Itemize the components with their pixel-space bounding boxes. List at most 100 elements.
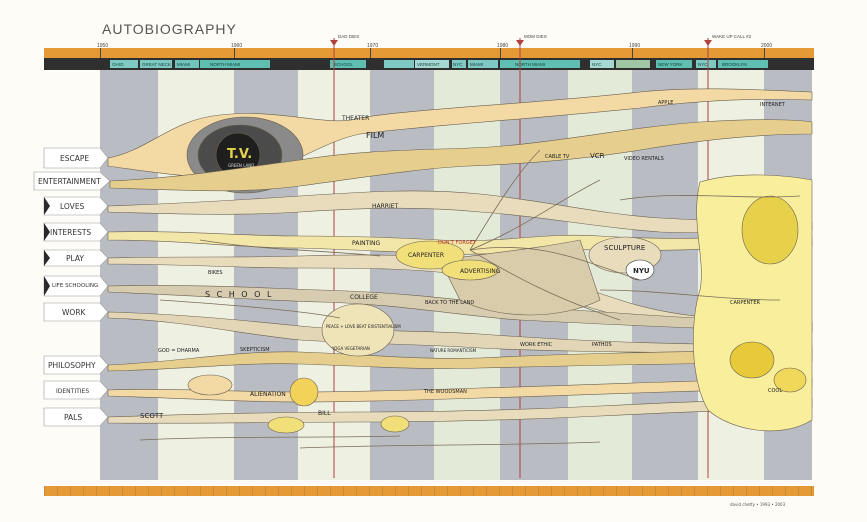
year-label: 1960 [231,43,242,49]
bottom-tick [252,486,253,496]
harriet-label: HARRIET [372,203,399,210]
place-label: GREAT NECK [142,62,171,67]
bottom-tick [421,486,422,496]
bottom-tick [83,486,84,496]
bottom-tick [707,486,708,496]
event-label: WAKE UP CALL #2 [712,34,752,39]
row-label-life-schooling: LIFE SCHOOLING [52,283,98,289]
bottom-tick [57,486,58,496]
place-label: VERMONT [417,62,440,67]
scott-label: SCOTT [140,412,164,420]
bottom-tick [551,486,552,496]
bottom-tick [265,486,266,496]
year-label: 1990 [629,43,640,49]
row-label-pals: PALS [64,413,82,422]
place-label: MIAMI [470,62,483,67]
bottom-tick [811,486,812,496]
god-label: GOD = DHARMA [158,348,200,354]
bottom-tick [759,486,760,496]
year-label: 2000 [761,43,772,49]
bottom-tick [473,486,474,496]
work-ethic-label: WORK ETHIC [520,342,553,348]
bottom-tick [330,486,331,496]
event-label: DAD DIES [338,34,359,39]
romanticism-label: NATURE ROMANTICISM [430,348,477,353]
cable-label: CABLE TV [545,154,570,160]
bottom-tick [564,486,565,496]
event-labels: DAD DIES MOM DIES WAKE UP CALL #2 [338,34,752,39]
bottom-tick [681,486,682,496]
bottom-tick [720,486,721,496]
tv-label: T.V. [227,147,252,162]
row-label-identities: IDENTITIES [56,388,89,395]
bottom-tick [772,486,773,496]
existentialism-label: PEACE + LOVE BEAT EXISTENTIALISM [326,324,401,329]
sculpture-label: SCULPTURE [604,244,645,252]
year-label: 1950 [97,43,108,49]
bottom-timeline [44,486,814,496]
bottom-tick [122,486,123,496]
bottom-tick [213,486,214,496]
bottom-tick [161,486,162,496]
back-to-land-label: BACK TO THE LAND [425,300,474,306]
bottom-tick [96,486,97,496]
bottom-tick [694,486,695,496]
bottom-tick [447,486,448,496]
bottom-tick [616,486,617,496]
event-arrow-icon [330,40,338,46]
bottom-tick [369,486,370,496]
year-label: 1970 [367,43,378,49]
bottom-tick [798,486,799,496]
bottom-tick [109,486,110,496]
bottom-tick [733,486,734,496]
bottom-tick [135,486,136,496]
college-label: COLLEGE [350,294,378,301]
vcr-label: VCR [590,152,605,160]
year-label: 1980 [497,43,508,49]
bottom-tick [343,486,344,496]
bottom-tick [317,486,318,496]
apple-label: APPLE [658,100,673,106]
event-arrow-icon [516,40,524,46]
bikes-label: BIKES [208,270,223,276]
bottom-tick [304,486,305,496]
place-label: NYC [592,62,602,67]
bottom-tick [70,486,71,496]
event-label: MOM DIES [524,34,547,39]
place-label: OHIO [112,62,124,67]
bill-label: BILL [318,410,331,417]
nyu-label: NYU [633,267,650,275]
place-label: NYC [453,62,463,67]
row-label-philosophy: PHILOSOPHY [48,361,96,370]
woodsman-label: THE WOODSMAN [423,389,467,395]
bottom-tick [460,486,461,496]
bottom-tick [187,486,188,496]
film-label: FILM [366,131,384,140]
place-label: BROOKLYN [722,62,747,67]
advertising-label: ADVERTISING [460,268,501,275]
bottom-tick [668,486,669,496]
row-label-work: WORK [62,308,87,317]
bottom-tick [408,486,409,496]
bottom-tick [174,486,175,496]
carpenter-label: CARPENTER [408,252,444,259]
video-label: VIDEO RENTALS [624,156,664,162]
bottom-tick [226,486,227,496]
place-label: MIAMI [177,62,190,67]
bottom-tick [525,486,526,496]
bottom-tick [291,486,292,496]
bottom-tick [434,486,435,496]
alienation-label: ALIENATION [250,391,286,398]
bottom-tick [746,486,747,496]
bottom-tick [785,486,786,496]
bottom-tick [486,486,487,496]
internet-label: INTERNET [760,102,786,108]
bottom-tick [512,486,513,496]
bottom-tick [148,486,149,496]
bottom-tick [200,486,201,496]
bottom-tick [603,486,604,496]
place-label: SCHOOL [334,62,354,67]
tv-sub-label: GREEN LAND [228,163,254,168]
bottom-tick [538,486,539,496]
place-label: NEW YORK [658,62,682,67]
